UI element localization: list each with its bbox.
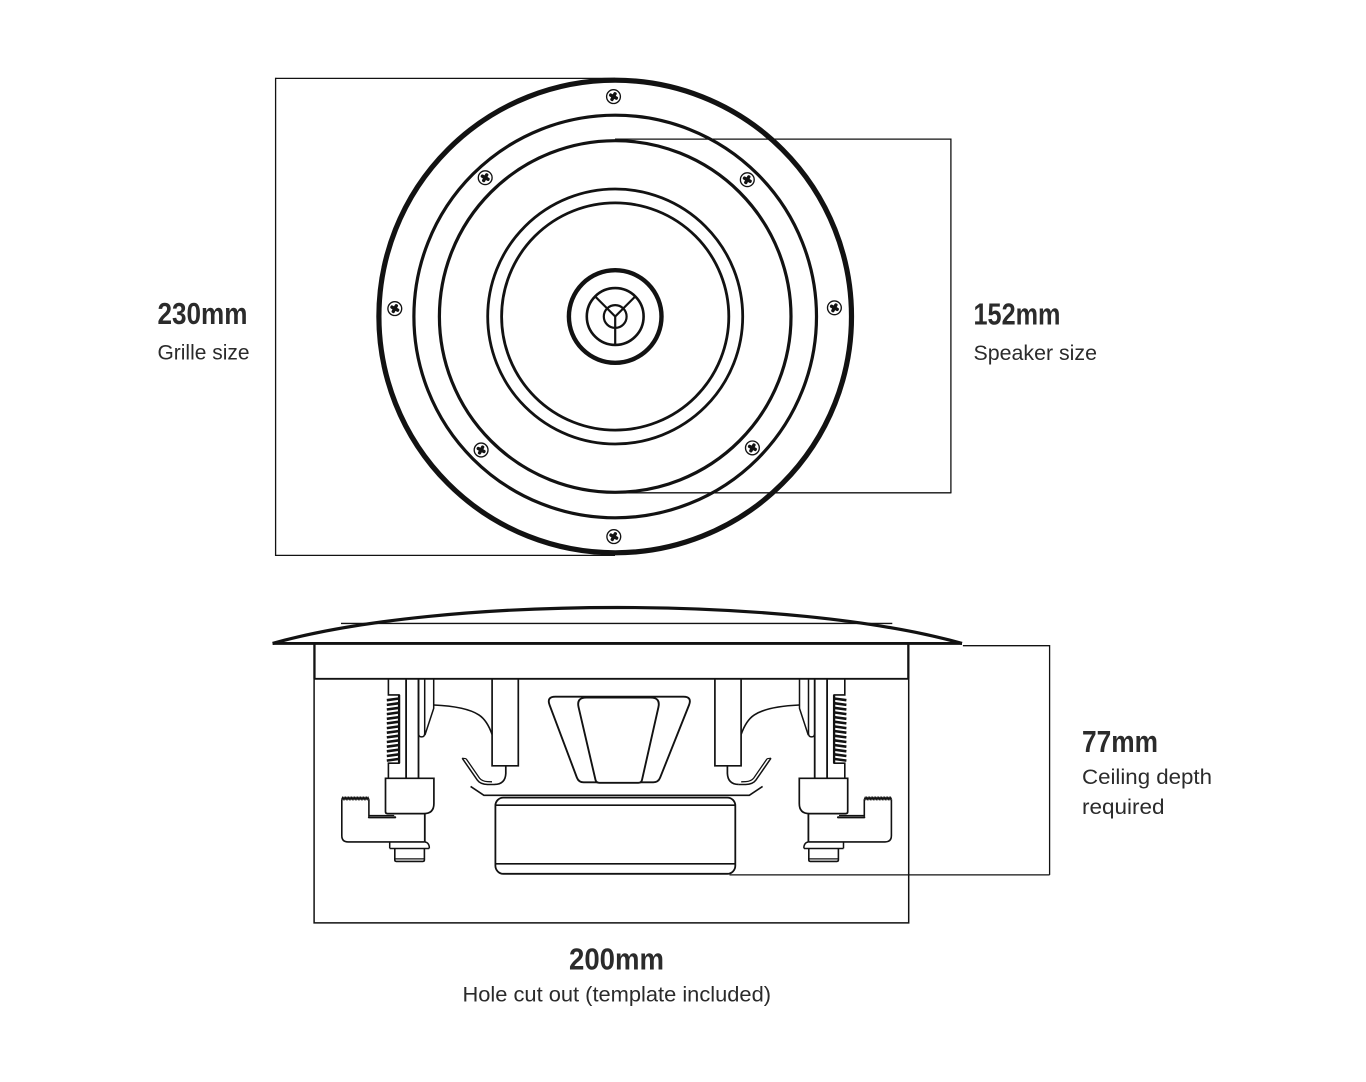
svg-text:required: required <box>1082 796 1165 819</box>
svg-text:Speaker size: Speaker size <box>974 342 1098 365</box>
svg-text:Grille size: Grille size <box>158 342 250 365</box>
svg-text:77mm: 77mm <box>1082 724 1158 759</box>
svg-text:Hole cut out (template include: Hole cut out (template included) <box>463 984 772 1007</box>
svg-text:Ceiling depth: Ceiling depth <box>1082 766 1212 789</box>
svg-text:200mm: 200mm <box>569 942 664 977</box>
svg-text:152mm: 152mm <box>974 297 1061 332</box>
svg-text:230mm: 230mm <box>158 296 248 331</box>
